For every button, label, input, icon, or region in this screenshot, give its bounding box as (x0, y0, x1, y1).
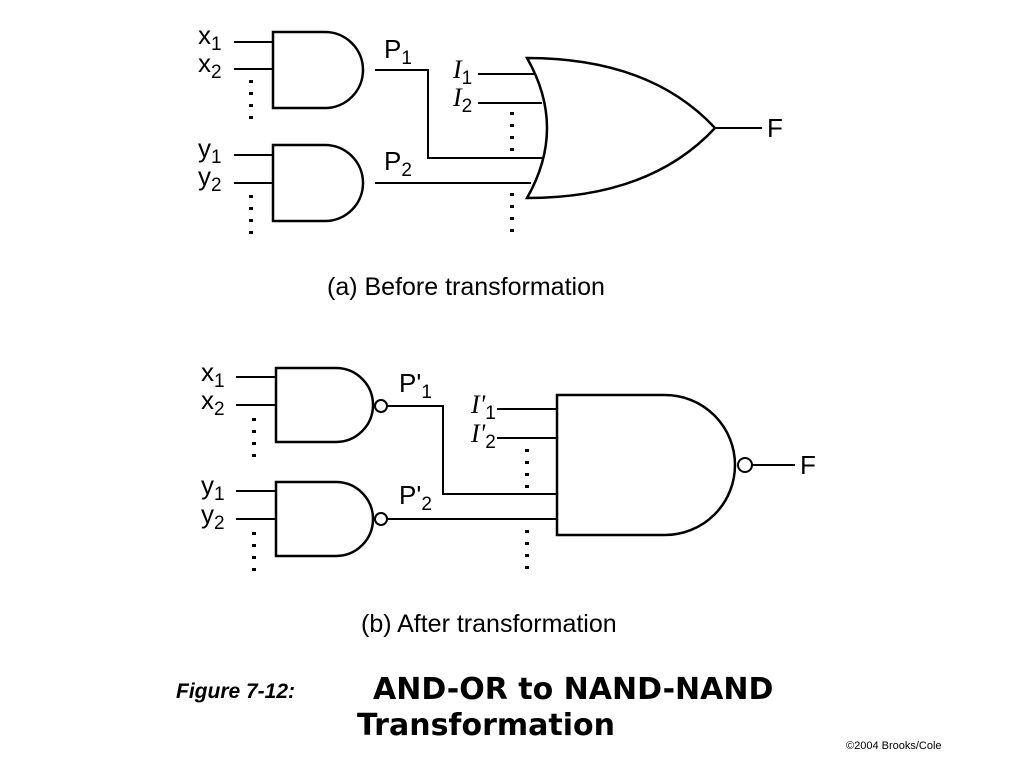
wire-p1-a (375, 69, 542, 159)
label-i1-b: I'1 (470, 390, 496, 424)
caption-b: (b) After transformation (361, 610, 617, 638)
label-i1-a: I1 (452, 55, 472, 89)
nand-gate-1 (274, 366, 375, 444)
and-gate-2 (271, 143, 365, 223)
panel-a: x1 x2 y1 y2 P1 P2 I1 I2 F (a) Before tra… (198, 20, 783, 301)
nand-gate-output (555, 393, 737, 537)
figure-label: Figure 7-12: (176, 680, 296, 703)
nand-gate-2 (274, 480, 375, 558)
wire-p1-b (387, 405, 557, 495)
label-x2-a: x2 (198, 48, 222, 83)
copyright-notice: ©2004 Brooks/Cole (846, 740, 942, 752)
label-y2-a: y2 (198, 161, 222, 196)
label-y1-b: y1 (201, 470, 225, 505)
figure-title-line1: AND-OR to NAND-NAND (373, 672, 774, 707)
label-p1-b: P'1 (399, 368, 432, 403)
label-x2-b: x2 (201, 385, 225, 420)
label-y1-a: y1 (198, 133, 222, 168)
and-gate-1 (271, 30, 365, 110)
caption-a: (a) Before transformation (327, 273, 605, 301)
label-y2-b: y2 (201, 499, 225, 534)
label-x1-b: x1 (201, 357, 225, 392)
panel-b: x1 x2 y1 y2 P'1 P'2 I'1 I'2 F (b) After … (201, 357, 816, 638)
label-i2-a: I2 (452, 83, 472, 117)
or-gate (524, 56, 717, 200)
nand-bubble-1 (374, 399, 388, 413)
label-i2-b: I'2 (470, 419, 496, 453)
label-p2-b: P'2 (399, 480, 432, 515)
figure-title-line2: Transformation (357, 708, 615, 743)
label-x1-a: x1 (198, 20, 222, 55)
label-f-b: F (800, 450, 816, 480)
label-f-a: F (767, 113, 783, 143)
label-p1-a: P1 (384, 34, 412, 69)
label-p2-a: P2 (384, 146, 412, 181)
nand-bubble-output (737, 457, 753, 473)
nand-bubble-2 (374, 512, 388, 526)
